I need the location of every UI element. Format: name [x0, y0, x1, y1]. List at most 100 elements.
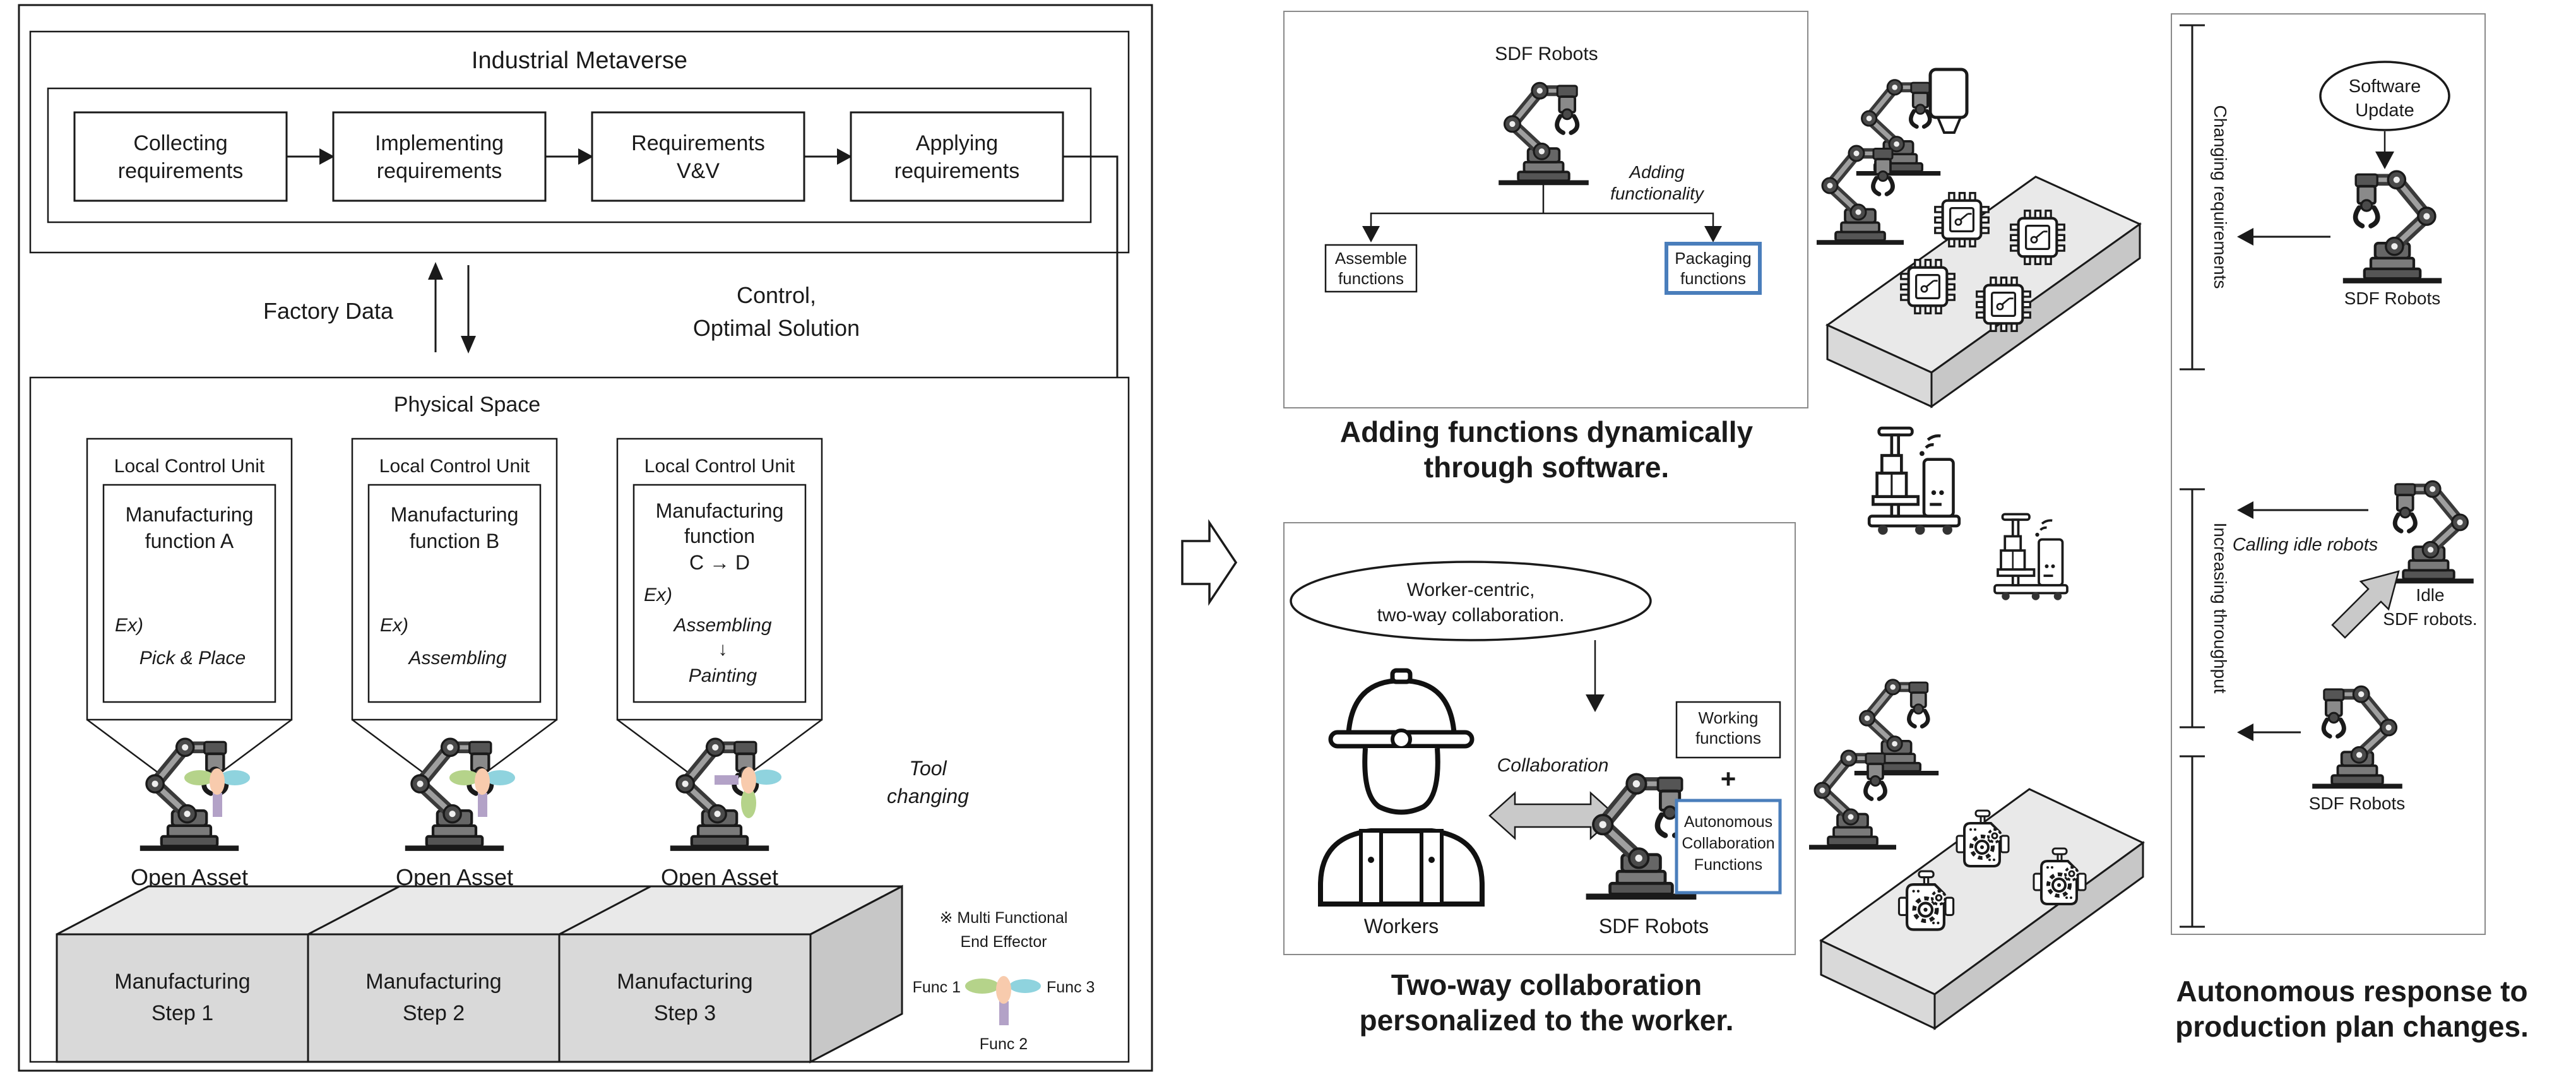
plus-sign: +	[1721, 764, 1736, 794]
local-control-unit-2: Local Control Unit Manufacturing functio…	[351, 437, 558, 777]
autonomous-label: Collaboration	[1682, 835, 1774, 852]
physical-space-title: Physical Space	[394, 393, 540, 417]
pipeline-label: requirements	[894, 159, 1019, 183]
lcu-example: Assembling	[672, 615, 771, 636]
down-arrowhead-icon	[2375, 152, 2394, 169]
pipeline-label: Collecting	[133, 131, 227, 155]
working-functions-box	[1675, 701, 1781, 759]
down-arrowhead-icon	[1704, 226, 1722, 242]
working-functions-label: functions	[1695, 729, 1761, 747]
lcu-function: function	[684, 525, 755, 547]
chip-icon	[1935, 193, 1989, 247]
caption-adding-functions: Adding functions dynamically	[1340, 415, 1754, 448]
factory-data-label: Factory Data	[263, 298, 394, 324]
lcu-example: Painting	[689, 665, 757, 686]
pipeline-label: V&V	[677, 159, 720, 183]
bubble-label: two-way collaboration.	[1377, 605, 1565, 626]
worker-icon	[1318, 668, 1485, 907]
lcu-function: C → D	[689, 551, 750, 574]
chip-icon	[1977, 278, 2031, 331]
pipeline-step-implementing: Implementing requirements	[332, 111, 547, 202]
lcu-function: function A	[145, 530, 234, 552]
industrial-metaverse-title: Industrial Metaverse	[472, 47, 687, 74]
manufacturing-steps-slab: Manufacturing Step 1 Manufacturing Step …	[56, 884, 903, 1064]
autonomous-label: Autonomous	[1684, 813, 1772, 831]
down-arrow-icon	[461, 265, 476, 354]
control-label: Control,	[737, 282, 816, 308]
step-label: Step 1	[151, 1001, 213, 1025]
changing-requirements-bracket	[2180, 24, 2205, 371]
end-effector-legend: ※ Multi Functional End Effector Func 1 F…	[913, 909, 1095, 1053]
sdf-robots-label: SDF Robots	[1495, 44, 1598, 64]
calling-idle-robots-label: Calling idle robots	[2233, 535, 2378, 555]
local-control-unit-3: Local Control Unit Manufacturing functio…	[616, 437, 823, 777]
flow-arrow-icon	[804, 148, 852, 165]
increasing-throughput-label: Increasing throughput	[2211, 523, 2230, 694]
caption-two-way: personalized to the worker.	[1359, 1004, 1733, 1037]
software-update-label: Update	[2355, 100, 2414, 121]
lcu-example: Pick & Place	[139, 648, 246, 669]
collaboration-label: Collaboration	[1497, 755, 1609, 776]
chip-line-illustration	[1817, 68, 2142, 535]
multi-functional-end-effector-icon	[965, 976, 1041, 1025]
step-label: Manufacturing	[617, 970, 752, 994]
autonomous-response-panel: Changing requirements Increasing through…	[2171, 13, 2486, 935]
flow-arrow-icon	[545, 148, 593, 165]
agv-cart-icon	[1993, 513, 2069, 602]
down-arrowhead-icon	[1586, 694, 1605, 712]
tool-changing-label: Tool	[909, 757, 947, 780]
multi-functional-end-effector-icon	[449, 768, 515, 817]
up-arrow-icon	[428, 262, 443, 352]
robot-arm-icon	[1817, 146, 1904, 242]
tool-changing-label: changing	[887, 785, 969, 807]
step-label: Manufacturing	[114, 970, 250, 994]
working-functions-label: Working	[1699, 708, 1759, 727]
flow-arrow-icon	[287, 148, 335, 165]
transition-arrow-icon	[1181, 519, 1238, 606]
inspection-camera-icon	[1928, 68, 1969, 134]
adding-functionality-label: Adding	[1628, 162, 1685, 182]
assemble-functions-label: functions	[1338, 269, 1404, 288]
increasing-throughput-bracket	[2180, 488, 2205, 729]
sdf-robots-label: SDF Robots	[1599, 915, 1709, 937]
adding-functionality-label: functionality	[1610, 184, 1705, 203]
local-control-unit-1: Local Control Unit Manufacturing functio…	[86, 437, 293, 777]
chip-icon	[2011, 211, 2065, 265]
sdf-robots-label: SDF Robots	[2309, 794, 2406, 813]
lcu-title: Local Control Unit	[114, 456, 265, 477]
call-arrow-icon	[2331, 570, 2400, 639]
workers-label: Workers	[1364, 915, 1439, 937]
down-arrow-glyph: ↓	[718, 639, 728, 660]
lcu-title: Local Control Unit	[644, 456, 795, 477]
lcu-function: function B	[410, 530, 499, 552]
lcu-ex: Ex)	[644, 585, 672, 605]
left-arrow-icon	[2237, 501, 2368, 519]
idle-sdf-label: SDF robots.	[2383, 609, 2477, 629]
left-arrow-icon	[2237, 723, 2301, 741]
gear-line-illustration	[1809, 513, 2145, 1030]
response-bracket	[2180, 755, 2205, 928]
packaging-functions-label: Packaging	[1675, 249, 1751, 268]
robot-arm-icon	[1809, 751, 1896, 847]
agv-cart-icon	[1869, 428, 1959, 535]
pipeline-label: requirements	[118, 159, 243, 183]
autonomous-label: Functions	[1694, 856, 1762, 874]
worker-centric-bubble	[1290, 561, 1652, 641]
lcu-function: Manufacturing	[656, 499, 784, 522]
pipeline-step-collecting: Collecting requirements	[73, 111, 288, 202]
multi-functional-end-effector-rotated-icon	[715, 767, 781, 818]
control-label: Optimal Solution	[693, 315, 860, 341]
tree-branch-line	[1370, 212, 1714, 229]
caption-adding-functions: through software.	[1424, 451, 1669, 484]
lcu-example: Assembling	[407, 648, 506, 669]
step-label: Step 2	[403, 1001, 465, 1025]
pipeline-step-applying: Applying requirements	[850, 111, 1064, 202]
bubble-label: Worker-centric,	[1407, 580, 1535, 600]
legend-title: ※ Multi Functional	[940, 909, 1068, 927]
lcu-ex: Ex)	[115, 615, 143, 636]
software-update-bubble	[2319, 61, 2450, 131]
pipeline-label: Applying	[916, 131, 998, 155]
lcu-function: Manufacturing	[126, 503, 254, 526]
